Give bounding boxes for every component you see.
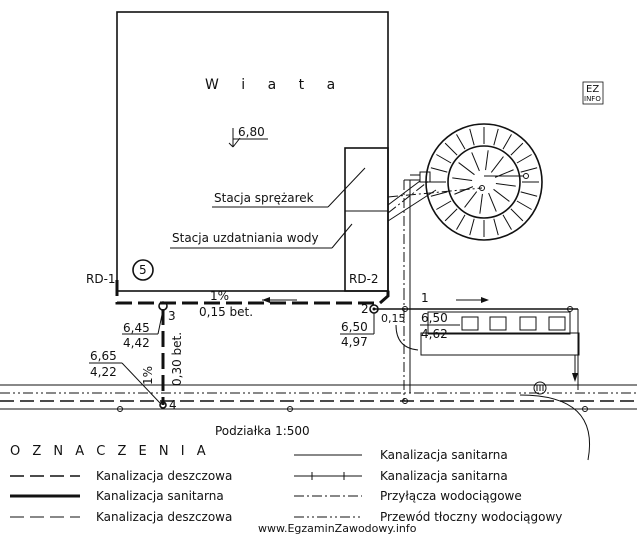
tank-spoke (510, 208, 524, 222)
tank-inner-spoke (464, 191, 478, 208)
tank-spoke (510, 142, 524, 156)
legend-item: Kanalizacja sanitarna (96, 489, 224, 503)
tank-spoke (444, 142, 458, 156)
wiata-building (116, 11, 389, 292)
ez-badge: EZ INFO (582, 81, 604, 105)
tank-spoke (516, 154, 532, 164)
tank-spoke (436, 200, 452, 210)
tank-spoke (520, 167, 538, 173)
badge-bot: INFO (584, 95, 601, 103)
node-4-label: 4 (169, 398, 177, 412)
rain-sewer-main (115, 280, 390, 405)
legend-item: Kanalizacja deszczowa (96, 469, 232, 483)
watermark-url: www.EgzaminZawodowy.info (258, 522, 417, 535)
node-2-label: 2 (361, 302, 369, 316)
legend-item: Kanalizacja sanitarna (380, 469, 508, 483)
node-3-label: 3 (168, 309, 176, 323)
tank-spoke (516, 200, 532, 210)
main-slope-label: 1% (210, 289, 229, 303)
node-015-label: 0,15 (381, 312, 406, 325)
tank-spoke (430, 191, 448, 197)
rd2-label: RD-2 (349, 272, 379, 286)
tank-spoke (502, 214, 512, 230)
tank-inner-spoke (471, 152, 480, 172)
tank-spoke (502, 134, 512, 150)
elevation-value: 6,80 (238, 125, 265, 139)
tank-spoke (469, 128, 475, 146)
utility-corridor (0, 290, 637, 461)
tank-inner-spoke (454, 186, 474, 195)
sanitary-sewer-right (374, 297, 580, 390)
node-2-top: 6,50 (341, 320, 368, 334)
node-3-bot: 4,42 (123, 336, 150, 350)
compressor-station-label: Stacja sprężarek (214, 191, 314, 205)
legend-right: Kanalizacja sanitarna Kanalizacja sanita… (294, 448, 562, 524)
node-4-top: 6,65 (90, 349, 117, 363)
tank-inner-spoke (490, 156, 504, 173)
badge-top: EZ (586, 84, 599, 95)
node-2-bot: 4,97 (341, 335, 368, 349)
wiata-label: W i a t a (205, 77, 344, 93)
water-connection-pipes (387, 171, 483, 290)
node-5-label: 5 (139, 263, 147, 277)
tank-inner-spoke (493, 188, 510, 202)
tank-inner-spoke (488, 192, 497, 212)
scale-label: Podziałka 1:500 (215, 424, 310, 438)
legend-heading: O Z N A C Z E N I A (10, 444, 210, 459)
tank-spoke (469, 218, 475, 236)
node-4-bot: 4,22 (90, 365, 117, 379)
legend-item: Przyłącza wodociągowe (380, 489, 522, 503)
circular-tank (425, 123, 543, 241)
main-pipe-desc: 0,15 bet. (199, 305, 253, 319)
legend-left: Kanalizacja deszczowa Kanalizacja sanita… (10, 469, 232, 524)
elevation-marker: 6,80 (228, 125, 268, 148)
tank-inner-spoke (495, 183, 516, 187)
tank-spoke (430, 167, 448, 173)
legend-item: Kanalizacja sanitarna (380, 448, 508, 462)
tank-spoke (456, 134, 466, 150)
water-treatment-label: Stacja uzdatniania wody (172, 231, 319, 245)
tank-inner-spoke (485, 150, 489, 171)
tank-spoke (520, 191, 538, 197)
stations-annex (344, 147, 389, 292)
rd1-label: RD-1 (86, 272, 116, 286)
tank-spoke (456, 214, 466, 230)
vert-slope-label: 1% (141, 366, 155, 385)
tank-spoke (493, 218, 499, 236)
tank-spoke (493, 128, 499, 146)
node-1-label: 1 (421, 291, 429, 305)
tank-spoke (436, 154, 452, 164)
node-3-top: 6,45 (123, 321, 150, 335)
vert-pipe-desc: 0,30 bet. (170, 332, 184, 386)
tank-inner-spoke (479, 193, 483, 214)
legend-item: Kanalizacja deszczowa (96, 510, 232, 524)
tank-spoke (444, 208, 458, 222)
node-1-bot: 4,62 (421, 327, 448, 341)
legend-item: Przewód tłoczny wodociągowy (380, 510, 562, 524)
tank-inner-spoke (452, 177, 473, 181)
node-1-top: 6,50 (421, 311, 448, 325)
node-5-circle (132, 259, 154, 281)
tank-inner-spoke (458, 162, 475, 176)
